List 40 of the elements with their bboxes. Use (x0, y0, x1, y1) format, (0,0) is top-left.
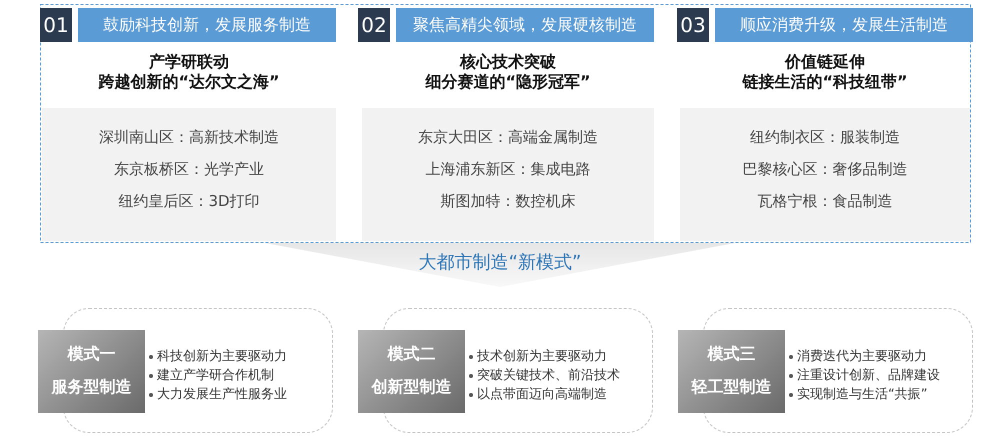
card-heading: 链接生活的“科技纽带” (741, 72, 909, 93)
card-heading: 核心技术突破 (458, 52, 557, 73)
number-badge: 02 (358, 8, 390, 42)
city-item: 巴黎核心区：奢侈品制造 (742, 160, 908, 179)
city-item: 上海浦东新区：集成电路 (424, 160, 592, 179)
city-item: 深圳南山区：高新技术制造 (98, 128, 280, 147)
number-badge: 01 (40, 8, 72, 42)
header-bar: 鼓励科技创新，发展服务制造 (78, 8, 336, 42)
bullet-item: 建立产学研合作机制 (157, 367, 274, 384)
bullet-item: 大力发展生产性服务业 (157, 386, 287, 403)
mode-label: 模式一 (66, 344, 116, 365)
bullet-item: 注重设计创新、品牌建设 (797, 367, 940, 384)
mode-label: 模式三 (706, 344, 756, 365)
city-item: 纽约皇后区：3D打印 (117, 192, 261, 211)
bullet-item: 技术创新为主要驱动力 (477, 348, 607, 365)
city-item: 东京板桥区：光学产业 (113, 160, 265, 179)
bullet-item: 以点带面迈向高端制造 (477, 386, 607, 403)
bullet-item: 科技创新为主要驱动力 (157, 348, 287, 365)
header-bar: 顺应消费升级，发展生活制造 (715, 8, 973, 42)
city-item: 纽约制衣区：服装制造 (749, 128, 901, 147)
city-item: 瓦格宁根：食品制造 (756, 192, 894, 211)
mode-box (358, 330, 465, 413)
number-badge: 03 (677, 8, 709, 42)
city-item: 斯图加特：数控机床 (440, 192, 576, 211)
card-heading: 产学研联动 (148, 52, 230, 73)
city-item: 东京大田区：高端金属制造 (417, 128, 599, 147)
header-bar: 聚焦高精尖领域，发展硬核制造 (396, 8, 654, 42)
mode-label: 创新型制造 (370, 377, 452, 398)
mode-label: 轻工型制造 (690, 377, 772, 398)
bullet-item: 消费迭代为主要驱动力 (797, 348, 927, 365)
card-heading: 价值链延伸 (784, 52, 866, 73)
card-heading: 细分赛道的“隐形冠军” (424, 72, 592, 93)
bullet-item: 实现制造与生活“共振” (797, 386, 928, 403)
mode-label: 模式二 (386, 344, 436, 365)
card-heading: 跨越创新的“达尔文之海” (97, 72, 281, 93)
mode-box (38, 330, 145, 413)
bullet-item: 突破关键技术、前沿技术 (477, 367, 620, 384)
mode-box (678, 330, 785, 413)
section-title: 大都市制造“新模式” (300, 250, 700, 274)
mode-label: 服务型制造 (50, 377, 132, 398)
